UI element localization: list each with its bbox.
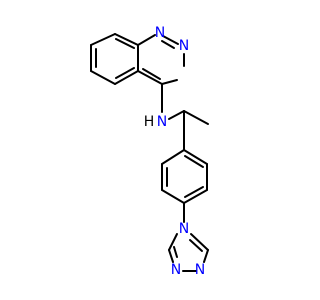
bond xyxy=(162,35,179,45)
bond xyxy=(161,149,185,165)
bond xyxy=(137,34,156,46)
bond xyxy=(161,40,175,49)
bond xyxy=(203,249,209,263)
atom-labels: N N N H N N N xyxy=(144,25,206,278)
bond xyxy=(173,246,178,258)
bond xyxy=(161,79,178,85)
bond xyxy=(189,239,203,252)
bond xyxy=(183,189,208,204)
bond xyxy=(184,155,204,168)
triazole-nitrogen-label: N xyxy=(179,221,189,237)
bond xyxy=(114,70,139,85)
bond xyxy=(90,70,116,85)
nitrogen-atom-label: N xyxy=(155,25,165,41)
bonds xyxy=(90,33,209,272)
bond xyxy=(183,110,209,125)
bond xyxy=(115,38,135,49)
bond xyxy=(168,110,185,120)
bond xyxy=(161,189,185,204)
bond xyxy=(168,249,174,263)
nitrogen-atom-label: N xyxy=(179,38,189,54)
bond xyxy=(183,149,208,165)
amine-hydrogen-label: H xyxy=(144,114,155,130)
bond xyxy=(168,233,178,251)
bond xyxy=(137,70,163,85)
bond xyxy=(114,33,139,46)
bond xyxy=(142,68,161,80)
triazole-nitrogen-label: N xyxy=(171,262,181,278)
bond xyxy=(115,67,135,79)
molecule-structure: N N N H N N N xyxy=(90,25,209,278)
bond xyxy=(90,33,116,46)
bond xyxy=(190,233,209,251)
triazole-nitrogen-label: N xyxy=(195,262,205,278)
bond xyxy=(184,186,204,198)
amine-nitrogen-label: N xyxy=(157,114,167,130)
